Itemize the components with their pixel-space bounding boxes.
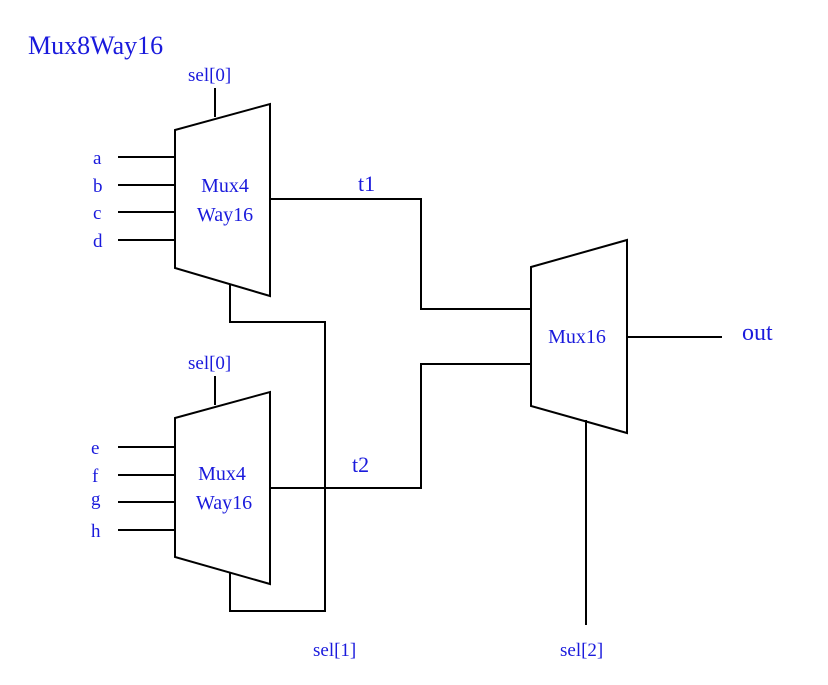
t1-wire xyxy=(270,198,531,310)
top-mux-chip-label-line2: Way16 xyxy=(197,204,253,226)
final-mux16: Mux16 sel[2] out xyxy=(530,238,773,661)
internal-wires: t1 t2 xyxy=(270,171,531,489)
bottom-mux-chip-label-line2: Way16 xyxy=(196,492,252,514)
mux16-chip xyxy=(530,238,628,435)
input-label-g: g xyxy=(91,489,101,510)
t2-label: t2 xyxy=(352,452,369,477)
mux16-chip-label: Mux16 xyxy=(548,326,606,348)
sel1-wire-bottom-mux xyxy=(229,572,325,612)
sel1-wire-top-mux xyxy=(229,284,326,612)
sel1-bus: sel[1] xyxy=(229,284,356,661)
input-label-d: d xyxy=(93,231,103,252)
top-mux4way16: sel[0] a b c d Mux4 Way16 xyxy=(93,65,271,298)
top-mux-chip-label-line1: Mux4 xyxy=(201,175,249,197)
bottom-mux-chip xyxy=(174,390,271,586)
bottom-mux-sel-label: sel[0] xyxy=(188,353,231,374)
t1-label: t1 xyxy=(358,171,375,196)
sel2-label: sel[2] xyxy=(560,640,603,661)
top-mux-sel-label: sel[0] xyxy=(188,65,231,86)
t2-wire xyxy=(270,363,531,489)
diagram-title: Mux8Way16 xyxy=(28,31,163,60)
sel1-label: sel[1] xyxy=(313,640,356,661)
input-label-f: f xyxy=(92,466,99,487)
input-label-c: c xyxy=(93,203,101,224)
top-mux-chip xyxy=(174,102,271,298)
input-label-b: b xyxy=(93,176,103,197)
bottom-mux4way16: sel[0] e f g h Mux4 Way16 xyxy=(91,353,271,586)
bottom-mux-chip-label-line1: Mux4 xyxy=(198,463,246,485)
input-label-h: h xyxy=(91,521,101,542)
input-label-a: a xyxy=(93,148,102,169)
output-label: out xyxy=(742,320,773,346)
input-label-e: e xyxy=(91,438,99,459)
